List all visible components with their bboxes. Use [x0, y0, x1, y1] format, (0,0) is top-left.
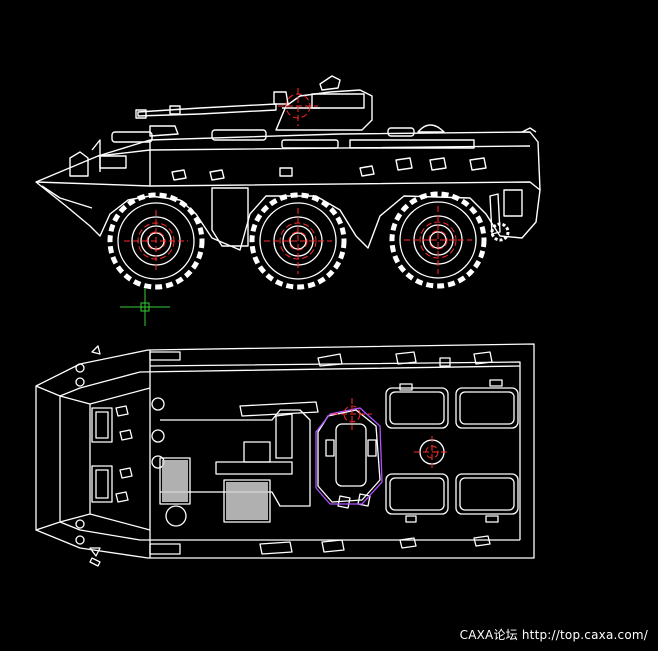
- turret-body: [275, 89, 373, 131]
- center-marks-top: [332, 398, 450, 468]
- forum-watermark: CAXA论坛 http://top.caxa.com/: [459, 628, 648, 642]
- top-hull-outline: [35, 343, 535, 559]
- gun-barrel: [137, 103, 277, 117]
- turret-ring: [317, 409, 381, 503]
- center-marks-side: [124, 88, 472, 274]
- crosshair-cursor[interactable]: [120, 288, 170, 326]
- side-view: [35, 75, 541, 251]
- hull-lower-band: [35, 181, 541, 191]
- hatch-fills: [162, 460, 268, 520]
- hull-outline: [35, 131, 541, 251]
- selected-entity[interactable]: [315, 407, 383, 505]
